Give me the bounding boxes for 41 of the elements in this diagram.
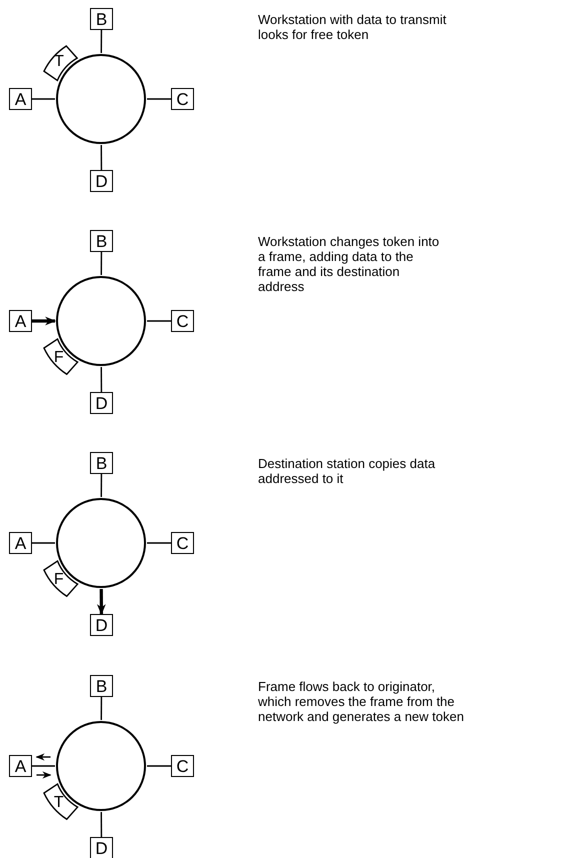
station-box: D [90,837,113,858]
station-box: A [9,532,32,554]
station-box: A [9,755,32,777]
arrow [36,771,52,779]
step-description: Workstation changes token into a frame, adding data to the frame and its destination address [258,234,440,294]
step-description: Frame flows back to originator, which removes the frame from the network and generates a new token [258,679,465,724]
station-box: A [9,310,32,332]
connector-line [100,812,102,837]
station-box: B [90,452,113,474]
station-box: D [90,614,113,636]
station-box: C [171,532,194,554]
station-box: C [171,88,194,110]
connector-line [147,98,171,100]
connector-line [100,252,102,275]
connector-line [100,697,102,720]
arrow [32,316,56,326]
station-box: B [90,230,113,252]
station-box: C [171,755,194,777]
station-box: B [90,675,113,697]
station-box: D [90,170,113,192]
token-marker: F [42,338,78,375]
token-marker: T [42,782,78,820]
station-box: A [9,88,32,110]
station-box: C [171,310,194,332]
arrow [36,753,50,761]
station-box: D [90,392,113,414]
connector-line [100,367,102,392]
connector-line [147,765,171,767]
connector-line [100,30,102,53]
step-description: Workstation with data to transmit looks for free token [258,12,448,42]
token-marker: F [42,560,78,597]
connector-line [100,145,102,170]
connector-line [32,98,55,100]
step-description: Destination station copies data addressed to it [258,456,436,486]
connector-line [100,474,102,497]
arrow [96,588,106,616]
station-box: B [90,8,113,30]
connector-line [32,765,55,767]
connector-line [147,542,171,544]
connector-line [32,542,55,544]
connector-line [147,320,171,322]
